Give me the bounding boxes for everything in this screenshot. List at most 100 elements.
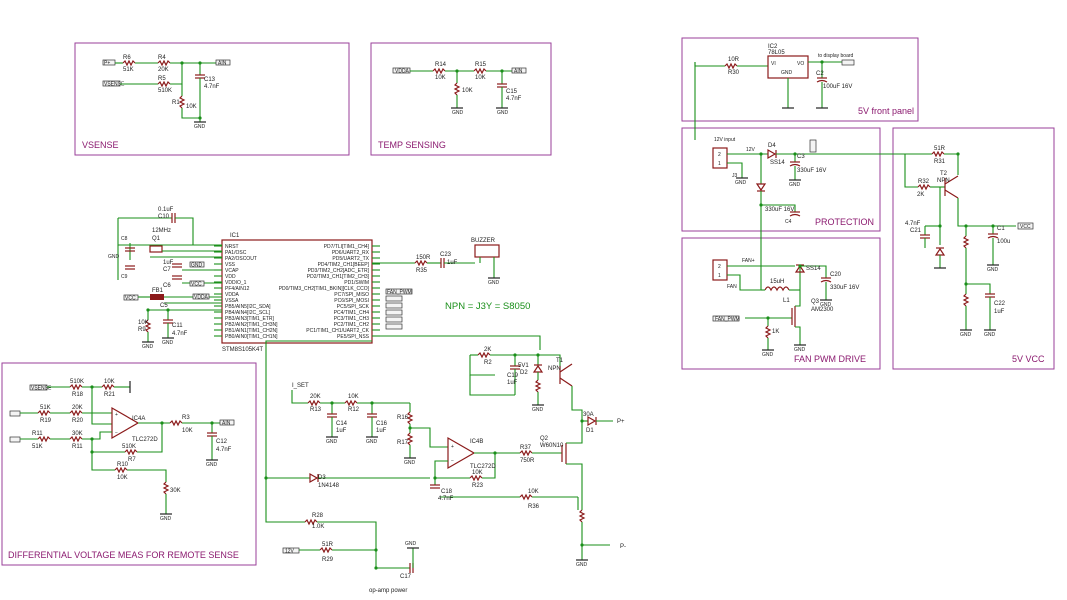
- ic1-right-pin-label: PE5/SPI_NSS: [337, 334, 370, 340]
- ic1-left-pins: NRSTPA1/OSCPA2/OSCOUTVSSVCAPVDDVDDIO_1PF…: [214, 244, 278, 340]
- d4-symbol: [767, 148, 777, 160]
- r37-name: R37: [520, 445, 532, 451]
- c4-value: 330uF 16V: [765, 207, 794, 213]
- fb1-bead: [150, 294, 164, 300]
- r14-name: R14: [435, 62, 447, 68]
- temp-circuit: VDDA AIN R14 10K R15 10K 10K C15 4.7nF G…: [392, 62, 527, 116]
- current-loop-circuit: I_SET + −: [264, 383, 578, 510]
- t2-value: NPN: [937, 178, 950, 184]
- mosfet-circuit: P+ P- Q2 W60N10 30A D1 GND: [540, 395, 626, 568]
- net-vdda-temp-text: VDDA: [395, 69, 410, 75]
- protection-circuit: 12V input 2 1 J3 12V D4 SS14 C3 330uF 16…: [712, 137, 905, 290]
- net-label-vcc-mcu: [189, 280, 205, 287]
- gnd-diff-2: GND: [206, 462, 218, 468]
- c14-name: C14: [336, 421, 348, 427]
- r19-name: R19: [40, 418, 52, 424]
- r9-value: 10K: [138, 320, 149, 326]
- c19-value: 1uF: [507, 380, 518, 386]
- d4-name: D4: [768, 143, 776, 149]
- r31-name: R31: [934, 159, 946, 165]
- r29-value: 51R: [322, 542, 334, 548]
- gnd-c11: GND: [162, 340, 174, 346]
- r12-name: R12: [348, 407, 360, 413]
- d3-value: 1N4148: [318, 483, 340, 489]
- t1-circuit: 2K R2 5V1 D2 C19 1uF T1 NPN GND: [469, 347, 573, 413]
- fan-label: FAN: [727, 284, 737, 290]
- r4-name: R4: [158, 55, 166, 61]
- r29-name: R29: [322, 557, 334, 563]
- r20-name: R20: [72, 418, 84, 424]
- svg-text:VI: VI: [771, 61, 776, 67]
- c23-value: 1uF: [447, 260, 458, 266]
- ic1-right-pin-label: PC6/SPI_MOSI: [334, 298, 369, 304]
- t1-name: T1: [556, 358, 564, 364]
- r21-value: 10K: [104, 379, 115, 385]
- c11-value: 4.7nF: [172, 331, 188, 337]
- ic1-left-pin-label: PA1/OSC: [225, 250, 247, 256]
- gnd-c16: GND: [366, 439, 378, 445]
- c7-value: 1uF: [163, 260, 174, 266]
- gnd-r9: GND: [142, 344, 154, 350]
- r18-name: R18: [72, 392, 84, 398]
- r32-name: R32: [918, 179, 930, 185]
- r6-value: 51K: [123, 67, 134, 73]
- ic4a-part: TLC272D: [132, 437, 158, 443]
- r11-value: 51K: [32, 444, 43, 450]
- i-set-label: I_SET: [292, 383, 309, 389]
- r15-value: 10K: [475, 75, 486, 81]
- vsense-diff-text: VSENSE: [31, 386, 52, 392]
- svg-text:2: 2: [718, 152, 721, 158]
- c18-value: 4.7nF: [438, 496, 454, 502]
- r2-value: 2K: [484, 347, 491, 353]
- gnd-diff-1: GND: [160, 516, 172, 522]
- ic1-left-pin-label: PB3/AIN3[TIM1_ETR]: [225, 316, 275, 322]
- ic1-right-pin-label: PC7/SPI_MISO: [334, 292, 369, 298]
- fan-connector: [712, 259, 728, 281]
- npn-note: NPN = J3Y = S8050: [445, 301, 530, 312]
- net-label-n-diff: [9, 436, 21, 443]
- net-label-ain-diff: [219, 419, 235, 426]
- opamp-power-circuit: 12V R28 1.0K 51R R29 C17 op-amp power GN…: [265, 478, 419, 594]
- ic1-left-pin-label: PF4/AIN12: [225, 286, 250, 292]
- r6-name: R6: [123, 55, 131, 61]
- r15-name: R15: [475, 62, 487, 68]
- ic1-left-pin-label: VDDIO_1: [225, 280, 247, 286]
- vcc-frame: [892, 127, 1055, 370]
- q3-value: AM2300: [811, 307, 834, 313]
- svg-text:+: +: [451, 444, 454, 450]
- r16-name: R16: [397, 415, 409, 421]
- ic1-body: [221, 239, 373, 344]
- ic1-right-pin-label: PC4/TIM1_CH4: [334, 310, 370, 316]
- gnd-crystal: GND: [108, 254, 120, 260]
- section-title-front: 5V front panel: [858, 106, 914, 116]
- c20-value: 330uF 16V: [830, 285, 859, 291]
- svg-text:VO: VO: [797, 61, 804, 67]
- gnd-r17: GND: [404, 460, 416, 466]
- ic4a-opamp: [111, 406, 140, 440]
- c7-name: C7: [163, 267, 171, 273]
- ic4b-opamp: [447, 436, 476, 470]
- d2-value: 5V1: [518, 363, 529, 369]
- d1-name: D1: [586, 428, 594, 434]
- c10-name: C10: [158, 214, 170, 220]
- ic1-right-pin-label: PD5/UART2_TX: [332, 256, 369, 262]
- ic1-left-pin-label: VSSA: [225, 298, 239, 304]
- r19-value: 51K: [40, 405, 51, 411]
- ic4b-part: TLC272D: [470, 464, 496, 470]
- gnd-temp-1: GND: [452, 110, 464, 116]
- c19-name: C19: [507, 373, 519, 379]
- section-title-diff: DIFFERENTIAL VOLTAGE MEAS FOR REMOTE SEN…: [8, 550, 239, 560]
- r18-value: 510K: [70, 379, 84, 385]
- c16-value: 1uF: [376, 428, 387, 434]
- svg-text:−: −: [451, 458, 454, 464]
- section-title-protection: PROTECTION: [815, 217, 874, 227]
- gnd-shunt: GND: [576, 562, 588, 568]
- r13-value: 20K: [310, 394, 321, 400]
- gnd-mcu-net: GND: [191, 263, 203, 269]
- r36-value: 10K: [528, 489, 539, 495]
- c12-name: C12: [216, 439, 228, 445]
- p-plus-terminal: P+: [617, 419, 625, 425]
- d4-value: SS14: [770, 160, 785, 166]
- fan-circuit: 2 1 FAN+ FAN FAN_PWM 15uH L1 SS14 C20: [712, 258, 859, 358]
- r7-value: 30K: [72, 431, 83, 437]
